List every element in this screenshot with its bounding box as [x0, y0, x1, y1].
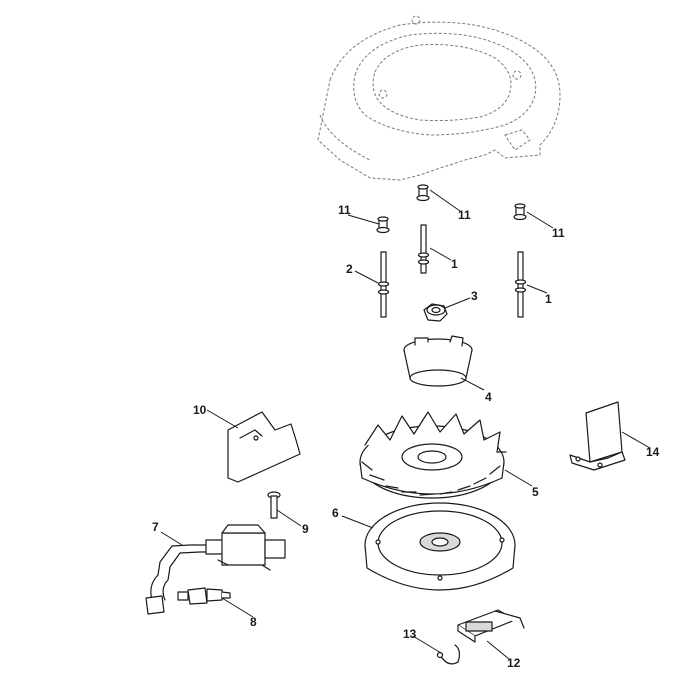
callout-14: 14: [646, 445, 660, 459]
bracket-14: [569, 401, 626, 471]
callout-4: 4: [485, 390, 492, 404]
callout-2: 2: [346, 262, 353, 276]
screw-11-left: [376, 216, 390, 234]
screw-11-right: [513, 203, 527, 221]
callout-1-right: 1: [545, 292, 552, 306]
callout-12: 12: [507, 656, 521, 670]
callout-9: 9: [302, 522, 309, 536]
callout-5: 5: [532, 485, 539, 499]
callout-11-left: 11: [338, 203, 351, 217]
callout-10: 10: [193, 403, 207, 417]
callout-7: 7: [152, 520, 159, 534]
ignition-module-7: [145, 524, 286, 615]
fan-housing: [317, 15, 561, 181]
callout-11-center: 11: [458, 208, 471, 222]
wire-13: [436, 644, 461, 665]
stud-2: [377, 251, 390, 318]
callout-1-center: 1: [451, 257, 458, 271]
cover-plate-10: [227, 411, 301, 483]
spark-plug-8: [177, 587, 231, 605]
leader-lines: [160, 189, 651, 660]
nut-3: [423, 303, 448, 322]
starter-cup-4: [403, 335, 473, 387]
callout-13: 13: [403, 627, 417, 641]
callout-11-right: 11: [552, 226, 565, 240]
screw-9: [267, 491, 281, 519]
callout-6: 6: [332, 506, 339, 520]
stud-1-center: [417, 224, 430, 274]
callout-8: 8: [250, 615, 257, 629]
callout-3: 3: [471, 289, 478, 303]
switch-12: [457, 609, 525, 643]
flywheel-6: [364, 502, 516, 591]
stud-1-right: [514, 251, 527, 318]
fan-wheel-5: [359, 411, 507, 499]
screw-11-center: [416, 184, 430, 202]
